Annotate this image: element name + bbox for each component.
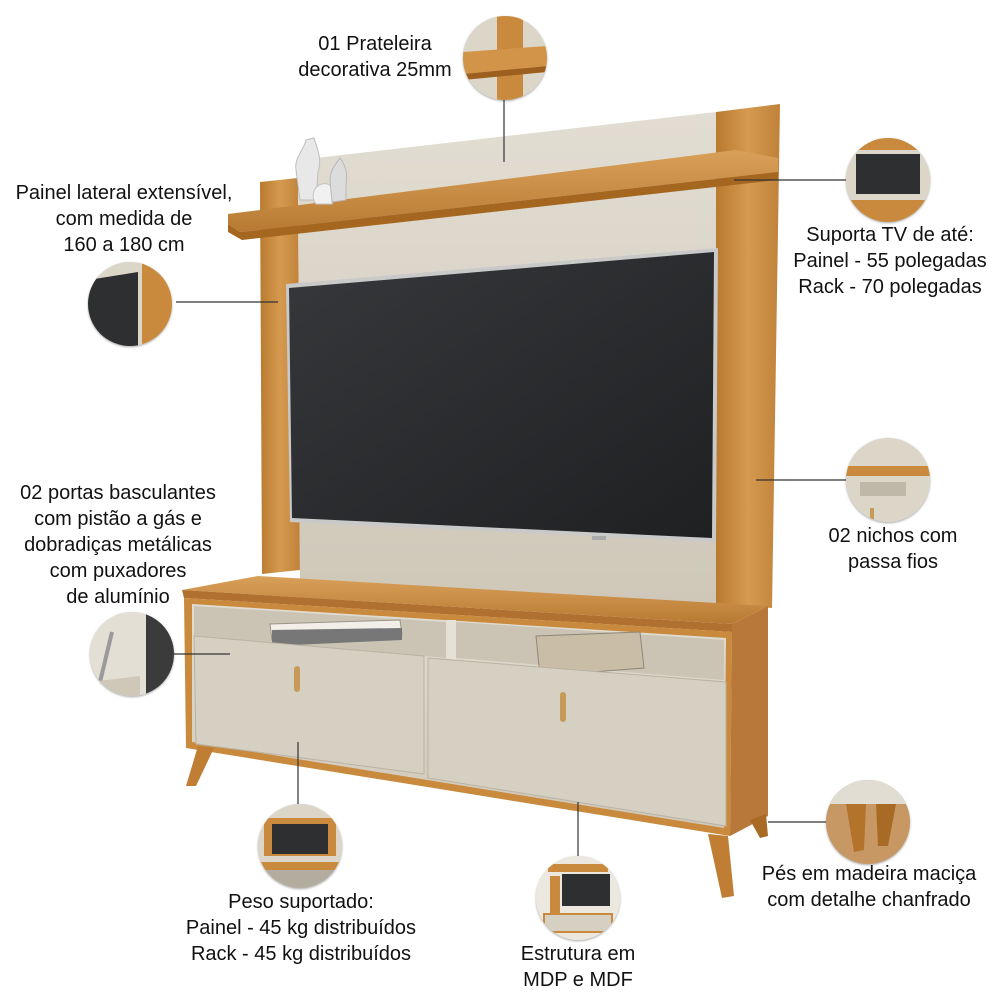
shelf-callout-line-1: 01 Prateleira	[318, 33, 432, 55]
weight-callout: Peso suportado: Painel - 45 kg distribuí…	[166, 889, 436, 967]
doors-callout: 02 portas basculantes com pistão a gás e…	[2, 480, 234, 610]
doors-callout-line-5: de alumínio	[66, 586, 170, 608]
rack-top	[182, 576, 768, 624]
front-left-leg	[186, 746, 214, 786]
structure-detail-icon	[536, 856, 620, 940]
niche-detail-icon	[846, 438, 930, 522]
right-wood-upright	[716, 104, 780, 608]
weight-callout-line-2: Painel - 45 kg distribuídos	[185, 917, 417, 939]
doors-callout-line-4: com puxadores	[49, 560, 187, 582]
side-panel-detail-icon	[88, 262, 172, 346]
wall-panel	[228, 104, 780, 608]
left-door	[193, 635, 425, 775]
tv-rack	[182, 576, 768, 898]
door-hinge-detail-icon	[90, 612, 174, 696]
structure-callout-line-2: MDP e MDF	[523, 969, 633, 991]
decorative-shelf	[228, 150, 778, 232]
side-panel-callout-line-2: com medida de	[55, 208, 193, 230]
side-panel-callout-line-3: 160 a 180 cm	[63, 234, 185, 256]
doors-callout-line-3: dobradiças metálicas	[24, 534, 212, 556]
tv-support-callout: Suporta TV de até: Painel - 55 polegadas…	[780, 222, 1000, 300]
feet-callout-line-2: com detalhe chanfrado	[767, 889, 971, 911]
tv-support-callout-line-3: Rack - 70 polegadas	[798, 276, 982, 298]
structure-callout-line-1: Estrutura em	[520, 943, 636, 965]
right-door	[427, 657, 727, 827]
back-right-leg	[750, 814, 768, 838]
tv-detail-icon	[846, 138, 930, 222]
niches-callout: 02 nichos com passa fios	[800, 523, 986, 575]
niches-callout-line-2: passa fios	[847, 551, 939, 573]
feet-callout: Pés em madeira maciça com detalhe chanfr…	[744, 861, 994, 913]
weight-callout-line-1: Peso suportado:	[228, 891, 374, 913]
left-handle	[294, 666, 300, 692]
decorative-vases	[295, 137, 348, 205]
foot-detail-icon	[826, 780, 910, 864]
television	[286, 248, 718, 542]
tv-support-callout-line-2: Painel - 55 polegadas	[793, 250, 987, 272]
shelf-detail-icon	[463, 16, 547, 100]
tv-support-callout-line-1: Suporta TV de até:	[806, 224, 974, 246]
front-right-leg	[708, 834, 734, 898]
right-handle	[560, 692, 566, 722]
weight-callout-line-3: Rack - 45 kg distribuídos	[190, 943, 412, 965]
doors-callout-line-1: 02 portas basculantes	[20, 482, 216, 504]
leader-lines	[164, 100, 846, 858]
feet-callout-line-1: Pés em madeira maciça	[761, 863, 977, 885]
shelf-callout-line-2: decorativa 25mm	[298, 59, 452, 81]
structure-callout: Estrutura em MDP e MDF	[498, 941, 658, 993]
side-panel-callout: Painel lateral extensível, com medida de…	[4, 180, 244, 258]
weight-detail-icon	[258, 804, 342, 888]
doors-callout-line-2: com pistão a gás e	[34, 508, 202, 530]
shelf-callout: 01 Prateleira decorativa 25mm	[290, 31, 460, 83]
niches-callout-line-1: 02 nichos com	[828, 525, 958, 547]
side-panel-callout-line-1: Painel lateral extensível,	[15, 182, 233, 204]
